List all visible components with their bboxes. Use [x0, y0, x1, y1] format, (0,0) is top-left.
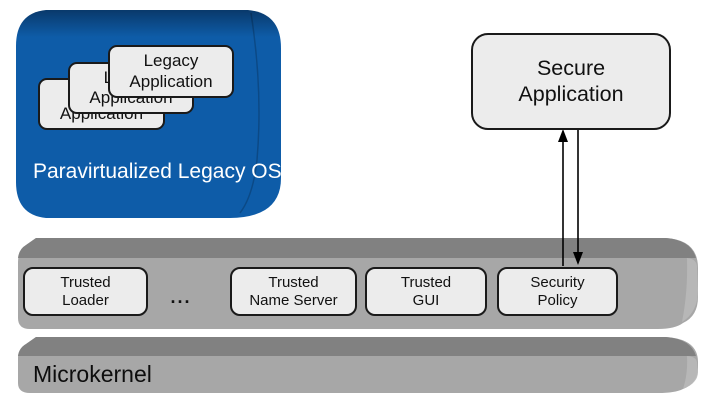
trusted-loader-label: Trusted Loader [60, 273, 111, 309]
microkernel-bar-right-bevel [683, 356, 698, 389]
services-bar-right-bevel [682, 258, 698, 322]
trusted-name-server-card: Trusted Name Server [230, 267, 357, 316]
secure-application-card: Secure Application [471, 33, 671, 130]
arrow-down-head [573, 252, 583, 265]
legacy-os-box-side-seam [239, 12, 260, 214]
security-policy-card: Security Policy [497, 267, 618, 316]
security-policy-label: Security Policy [530, 273, 585, 309]
trusted-gui-card: Trusted GUI [365, 267, 487, 316]
ipc-arrows [558, 129, 583, 266]
trusted-gui-label: Trusted GUI [400, 273, 452, 309]
services-ellipsis: ... [170, 286, 192, 307]
secure-application-label: Secure Application [518, 55, 624, 106]
services-bar-top-bevel [18, 238, 696, 258]
microkernel-label: Microkernel [33, 361, 152, 387]
paravirtualized-legacy-os-label: Paravirtualized Legacy OS [33, 160, 282, 183]
trusted-name-server-label: Trusted Name Server [249, 273, 338, 309]
microkernel-bar-top-bevel [18, 337, 696, 356]
legacy-application-label: Legacy Application [129, 51, 213, 91]
trusted-loader-card: Trusted Loader [23, 267, 148, 316]
legacy-application-card-front: Legacy Application [108, 45, 234, 98]
arrow-up-head [558, 129, 568, 142]
